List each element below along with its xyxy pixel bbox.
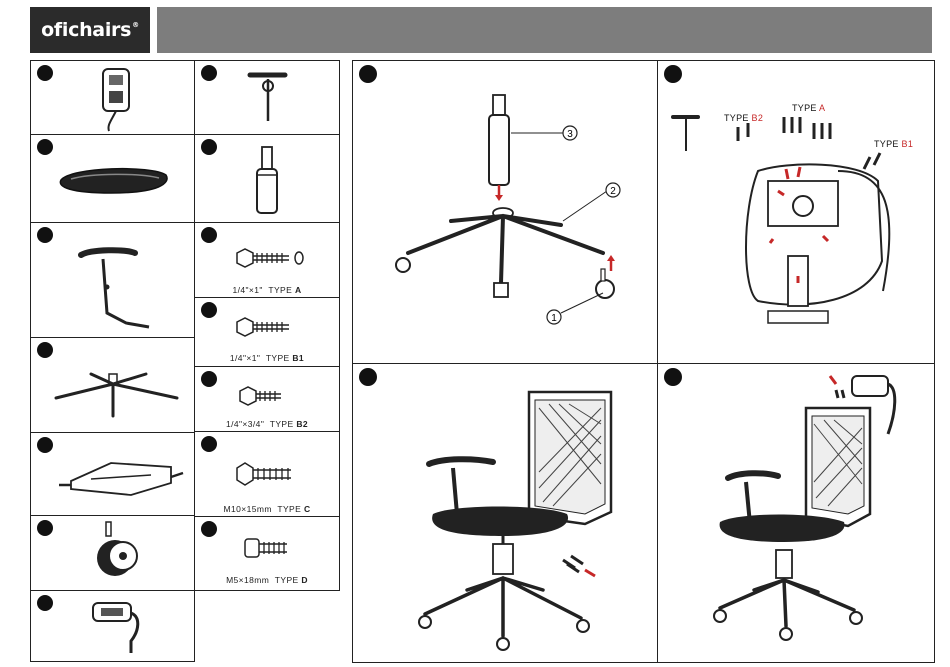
callout-2: 2 [610, 186, 616, 197]
step-panel-2: TYPE A TYPE B2 TYPE B1 [657, 60, 935, 364]
brand-name-tail: irs [105, 19, 131, 41]
step-panel-4 [657, 363, 935, 663]
mechanism-icon [31, 433, 196, 517]
part-armrest-left [30, 60, 195, 135]
chair-base-icon [31, 338, 196, 434]
part-base [30, 337, 195, 433]
part-armrest [30, 222, 195, 338]
part-allen-key [194, 60, 340, 135]
part-caption: M5×18mm TYPE D [195, 575, 339, 585]
tool-icon [195, 61, 341, 136]
part-caption: 1/4"×3/4" TYPE B2 [195, 419, 339, 429]
callout-1: 1 [551, 313, 557, 324]
part-screw-a: 1/4"×1" TYPE A [194, 222, 340, 298]
armrest-attach-diagram [353, 364, 659, 664]
part-screw-b2: 1/4"×3/4" TYPE B2 [194, 366, 340, 432]
part-mechanism [30, 432, 195, 516]
headrest-attach-diagram [658, 364, 936, 664]
caster-icon [31, 516, 196, 592]
armrest-icon [31, 223, 196, 339]
part-caption: M10×15mm TYPE C [195, 504, 339, 514]
seat-cushion-icon [31, 135, 196, 224]
part-seat [30, 134, 195, 223]
mechanism-attach-diagram [658, 61, 936, 365]
header-banner [157, 7, 932, 53]
backrest-plate-icon [31, 61, 196, 136]
part-screw-c: M10×15mm TYPE C [194, 431, 340, 517]
part-screw-d: M5×18mm TYPE D [194, 516, 340, 591]
part-caster [30, 515, 195, 591]
part-screw-b1: 1/4"×1" TYPE B1 [194, 297, 340, 367]
base-assembly-diagram: 3 2 1 [353, 61, 659, 365]
step-panel-1: 3 2 1 [352, 60, 658, 364]
callout-3: 3 [567, 129, 573, 140]
part-caption: 1/4"×1" TYPE B1 [195, 353, 339, 363]
part-caption: 1/4"×1" TYPE A [195, 285, 339, 295]
gas-lift-icon [195, 135, 341, 224]
part-gas-lift [194, 134, 340, 223]
registered-mark: ® [132, 21, 139, 29]
headrest-icon [31, 591, 196, 663]
step-panel-3 [352, 363, 658, 663]
part-headrest [30, 590, 195, 662]
brand-name: oficha [41, 19, 105, 41]
